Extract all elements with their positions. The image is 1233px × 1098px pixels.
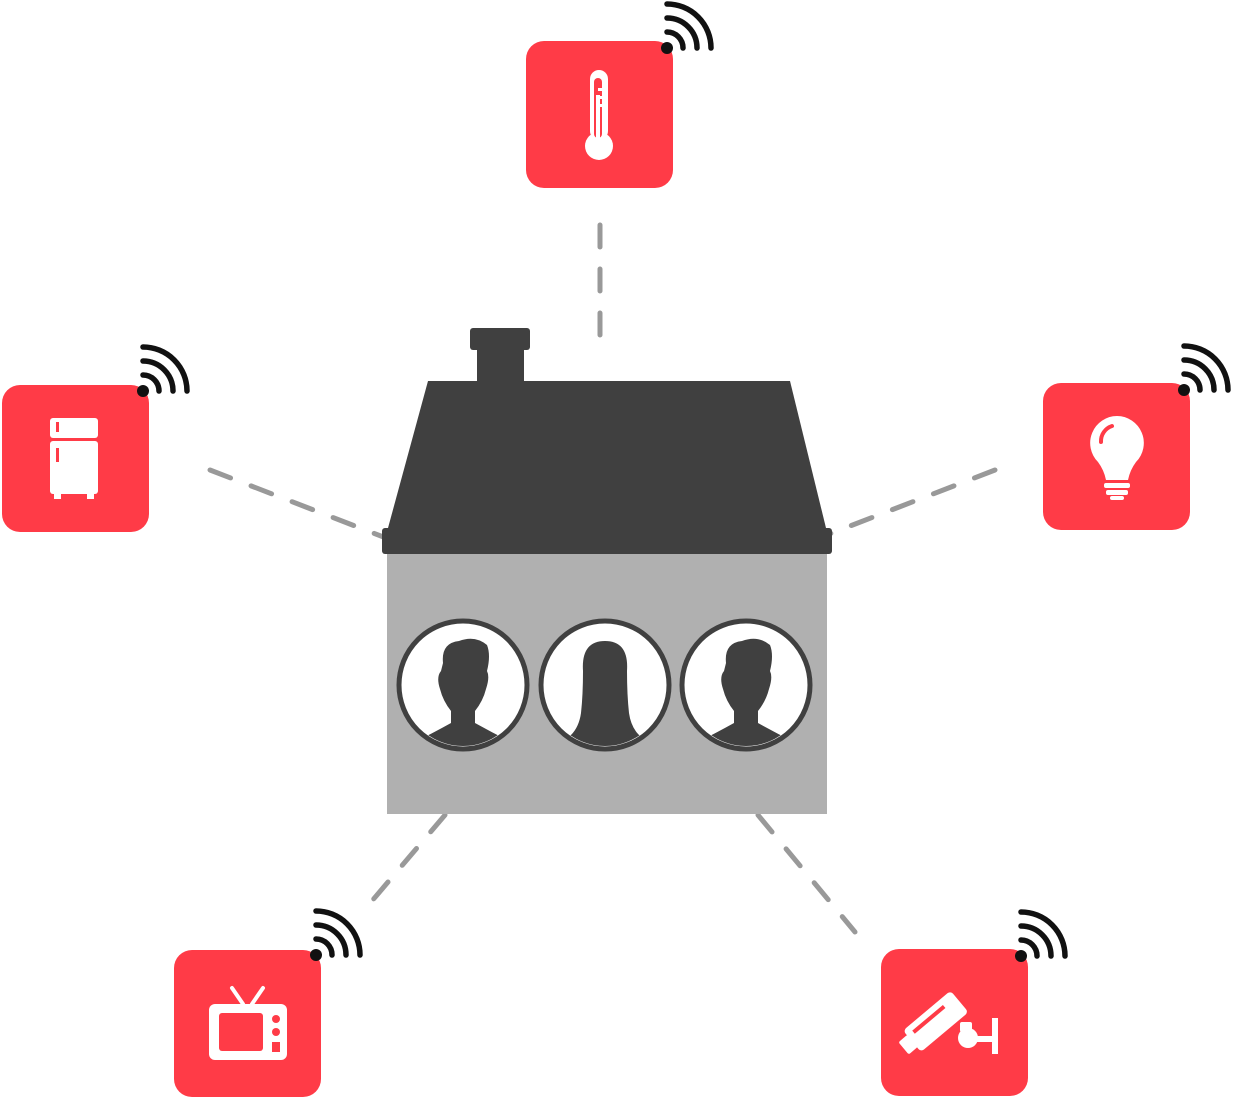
device-thermometer bbox=[526, 4, 711, 188]
chimney bbox=[477, 345, 524, 385]
occupant-2 bbox=[538, 618, 672, 752]
wifi-signal-icon bbox=[1178, 346, 1228, 396]
occupant-1 bbox=[396, 618, 530, 752]
roof bbox=[388, 381, 826, 528]
light-bulb-icon bbox=[1090, 416, 1144, 500]
connector-security-camera bbox=[755, 812, 858, 935]
tv-icon bbox=[209, 986, 287, 1060]
thermometer-icon bbox=[585, 70, 613, 160]
connector-television bbox=[357, 812, 448, 918]
wifi-signal-icon bbox=[661, 4, 711, 54]
wifi-signal-icon bbox=[1015, 912, 1065, 962]
device-light-bulb bbox=[1043, 346, 1228, 530]
device-security-camera bbox=[881, 912, 1065, 1096]
roof-eave bbox=[382, 528, 832, 554]
wifi-signal-icon bbox=[137, 347, 187, 397]
refrigerator-icon bbox=[50, 418, 98, 499]
chimney-cap bbox=[470, 328, 530, 350]
security-camera-icon bbox=[899, 992, 998, 1054]
house bbox=[382, 328, 832, 814]
occupant-3 bbox=[679, 618, 813, 752]
device-refrigerator bbox=[2, 347, 187, 532]
wifi-signal-icon bbox=[310, 911, 360, 961]
device-television bbox=[174, 911, 360, 1097]
